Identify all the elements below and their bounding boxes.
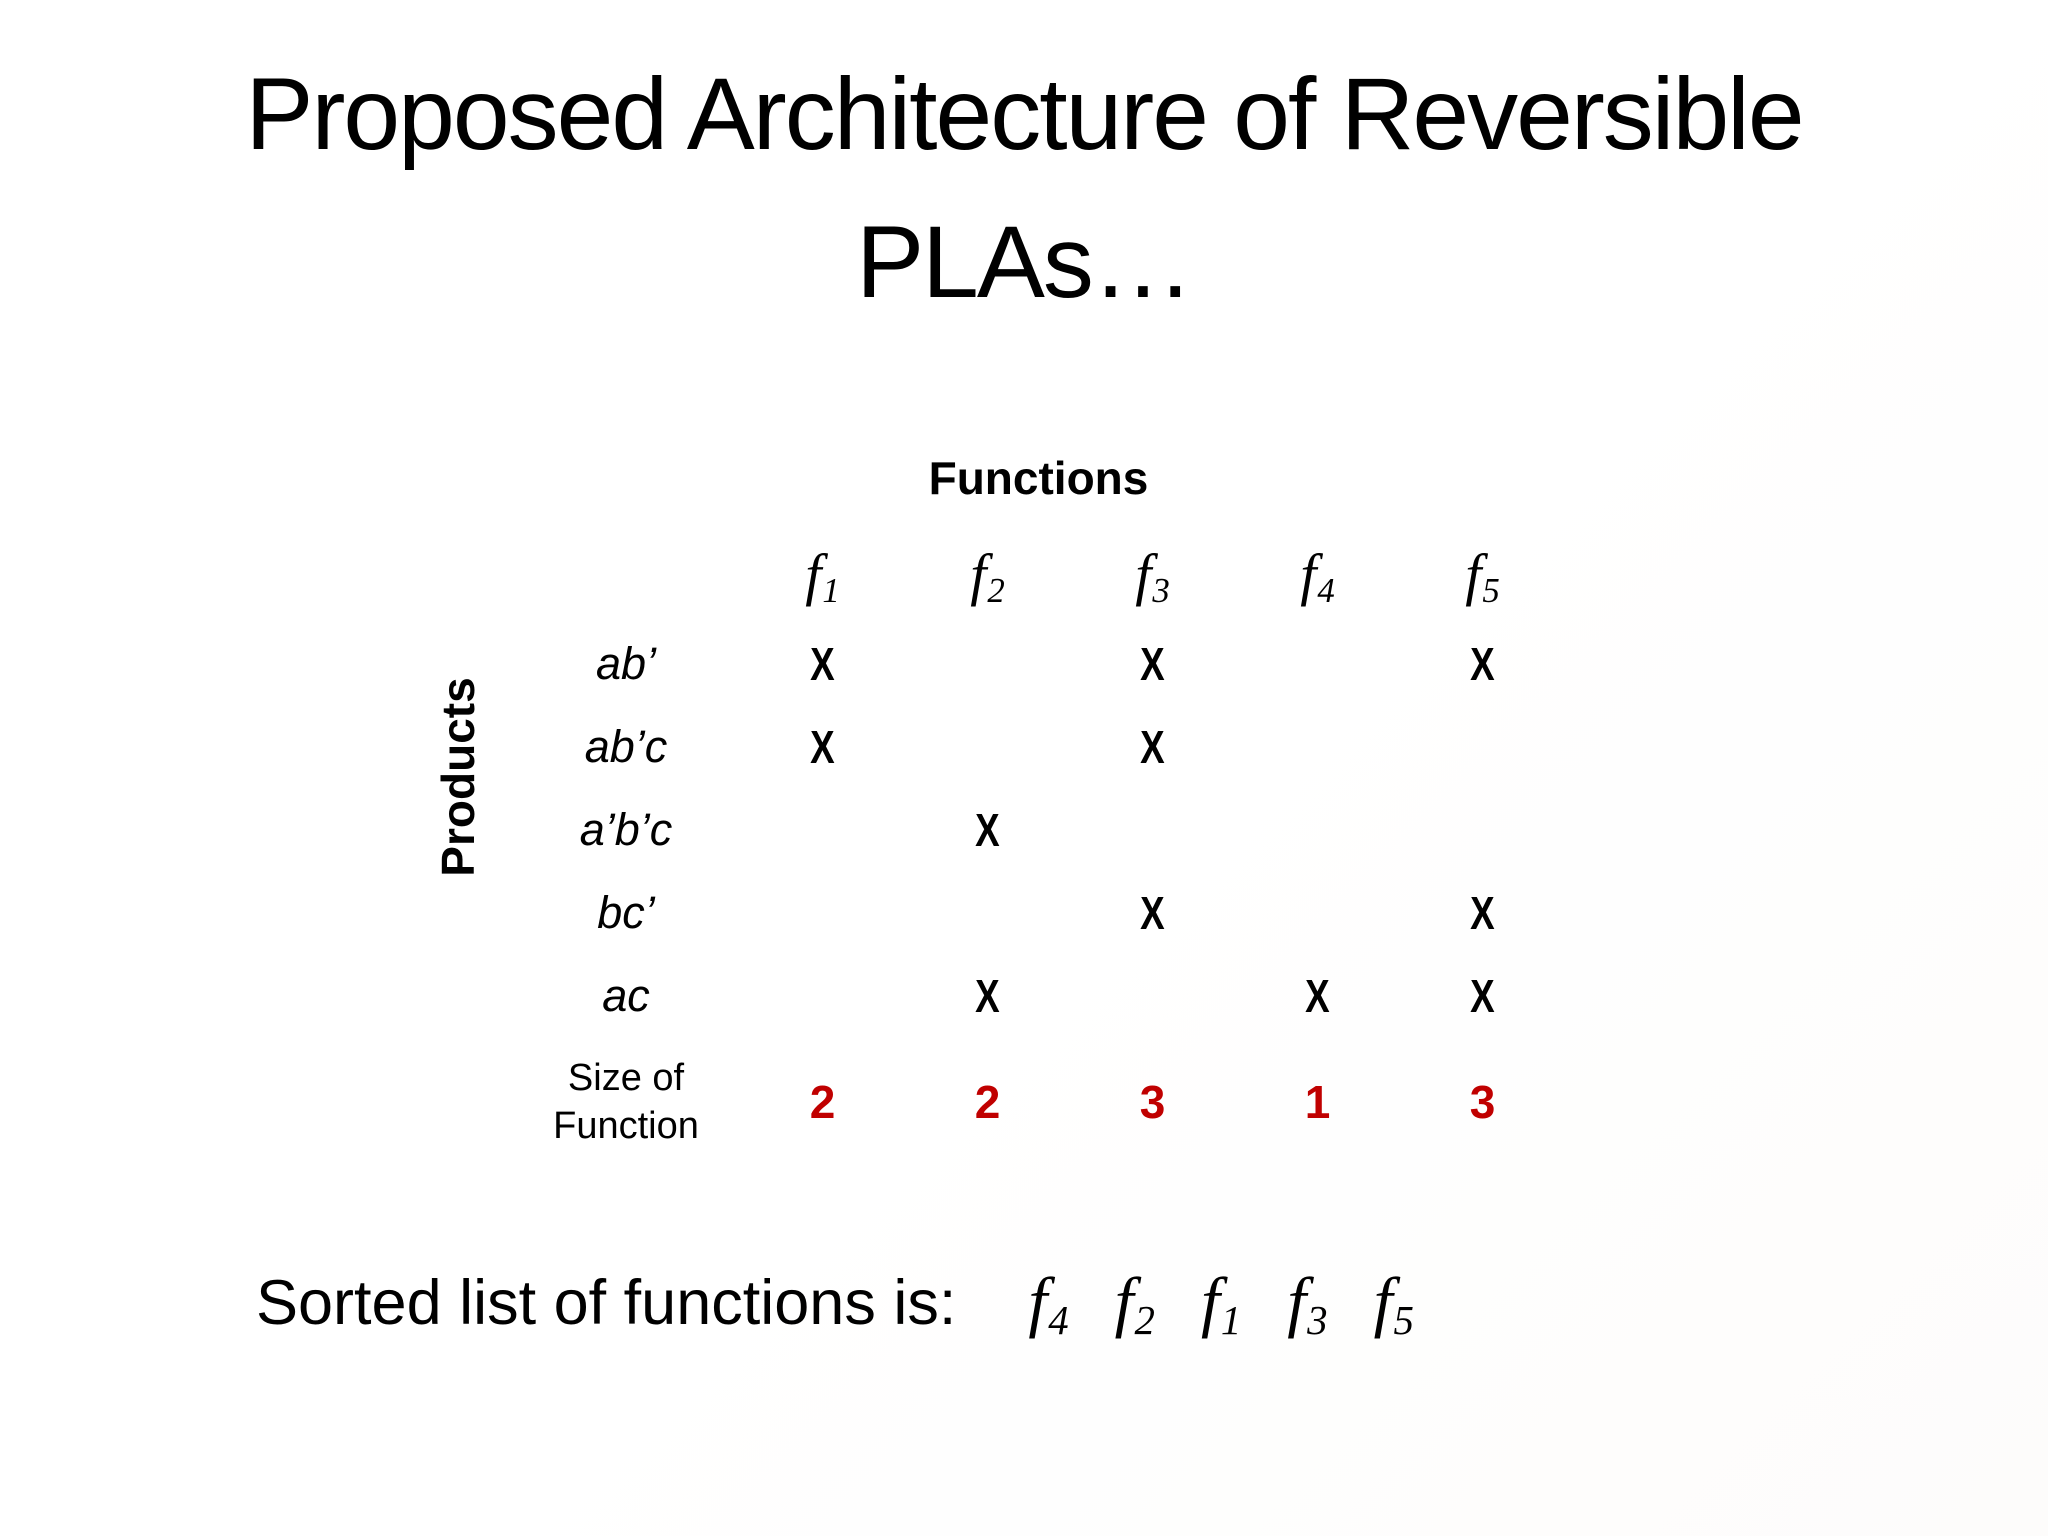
empty-cell	[1070, 788, 1235, 871]
mark-cell: X	[905, 788, 1070, 871]
function-symbol: f	[1028, 1263, 1048, 1339]
function-subscript: 2	[987, 570, 1005, 610]
size-value: 3	[1469, 1076, 1496, 1128]
sorted-function-f2: f2	[1114, 1262, 1155, 1343]
function-symbol: f	[1114, 1263, 1134, 1339]
mark-cell: X	[1070, 871, 1235, 954]
function-subscript: 2	[1134, 1297, 1155, 1343]
slide-title-line-1: Proposed Architecture of Reversible	[245, 57, 1804, 171]
function-subscript: 3	[1152, 570, 1170, 610]
size-of-function-label-line: Function	[553, 1105, 699, 1147]
size-of-function-label-line: Size of	[567, 1057, 685, 1099]
size-value: 1	[1304, 1076, 1331, 1128]
x-mark: X	[975, 969, 1000, 1022]
matrix-corner-cell	[512, 526, 740, 622]
function-subscript: 5	[1482, 570, 1500, 610]
slide-title: Proposed Architecture of Reversible PLAs…	[0, 40, 2048, 336]
column-header-f1: f1	[740, 526, 905, 622]
empty-cell	[1400, 705, 1565, 788]
size-value: 2	[974, 1076, 1001, 1128]
function-symbol: f	[1465, 541, 1482, 607]
x-mark: X	[975, 803, 1000, 856]
size-value: 2	[809, 1076, 836, 1128]
function-subscript: 5	[1393, 1297, 1414, 1343]
function-subscript: 1	[1220, 1297, 1242, 1343]
size-value: 3	[1139, 1076, 1166, 1128]
sorted-list-label: Sorted list of functions is:	[256, 1268, 957, 1338]
empty-cell	[1235, 622, 1400, 705]
empty-cell	[1235, 788, 1400, 871]
empty-cell	[1235, 871, 1400, 954]
mark-cell: X	[1070, 622, 1235, 705]
x-mark: X	[810, 637, 835, 690]
mark-cell: X	[1235, 954, 1400, 1037]
empty-cell	[905, 871, 1070, 954]
x-mark: X	[1140, 720, 1165, 773]
function-symbol: f	[1373, 1263, 1393, 1339]
function-symbol: f	[1135, 541, 1152, 607]
column-header-f3: f3	[1070, 526, 1235, 622]
x-mark: X	[1140, 886, 1165, 939]
empty-cell	[740, 788, 905, 871]
function-symbol: f	[1300, 541, 1317, 607]
row-label: ab’c	[584, 720, 668, 772]
mark-cell: X	[740, 622, 905, 705]
function-symbol: f	[1287, 1263, 1307, 1339]
mark-cell: X	[740, 705, 905, 788]
mark-cell: X	[1400, 622, 1565, 705]
mark-cell: X	[905, 954, 1070, 1037]
products-axis-title: Products	[432, 677, 484, 877]
column-header-f2: f2	[905, 526, 1070, 622]
empty-cell	[740, 871, 905, 954]
function-symbol: f	[1200, 1263, 1220, 1339]
row-label: ac	[602, 969, 650, 1021]
row-label: ab’	[595, 637, 657, 689]
empty-cell	[905, 622, 1070, 705]
size-of-function-label: Size of Function	[512, 1037, 740, 1167]
function-subscript: 4	[1048, 1297, 1069, 1343]
column-header-glyph-f5: f5	[1465, 541, 1500, 610]
column-header-glyph-f1: f1	[805, 541, 840, 610]
column-header-glyph-f3: f3	[1135, 541, 1170, 610]
x-mark: X	[1470, 969, 1495, 1022]
empty-cell	[1070, 954, 1235, 1037]
sorted-function-f4: f4	[1028, 1262, 1069, 1343]
function-symbol: f	[970, 541, 987, 607]
empty-cell	[1400, 788, 1565, 871]
mark-cell: X	[1400, 954, 1565, 1037]
x-mark: X	[1305, 969, 1330, 1022]
empty-cell	[905, 705, 1070, 788]
empty-cell	[1235, 705, 1400, 788]
row-label: a’b’c	[579, 803, 673, 855]
empty-cell	[740, 954, 905, 1037]
sorted-function-f5: f5	[1373, 1262, 1414, 1343]
function-subscript: 3	[1307, 1297, 1328, 1343]
column-header-glyph-f4: f4	[1300, 541, 1335, 610]
x-mark: X	[1470, 886, 1495, 939]
mark-cell: X	[1400, 871, 1565, 954]
column-header-glyph-f2: f2	[970, 541, 1005, 610]
mark-cell: X	[1070, 705, 1235, 788]
row-label: bc’	[597, 886, 655, 938]
slide-title-line-2: PLAs…	[856, 205, 1194, 319]
sorted-function-f3: f3	[1287, 1262, 1328, 1343]
x-mark: X	[1470, 637, 1495, 690]
function-subscript: 1	[822, 570, 840, 610]
functions-axis-title: Functions	[928, 452, 1149, 504]
function-subscript: 4	[1317, 570, 1335, 610]
sorted-function-f1: f1	[1200, 1262, 1242, 1343]
x-mark: X	[810, 720, 835, 773]
column-header-f4: f4	[1235, 526, 1400, 622]
function-symbol: f	[805, 541, 822, 607]
x-mark: X	[1140, 637, 1165, 690]
column-header-f5: f5	[1400, 526, 1565, 622]
